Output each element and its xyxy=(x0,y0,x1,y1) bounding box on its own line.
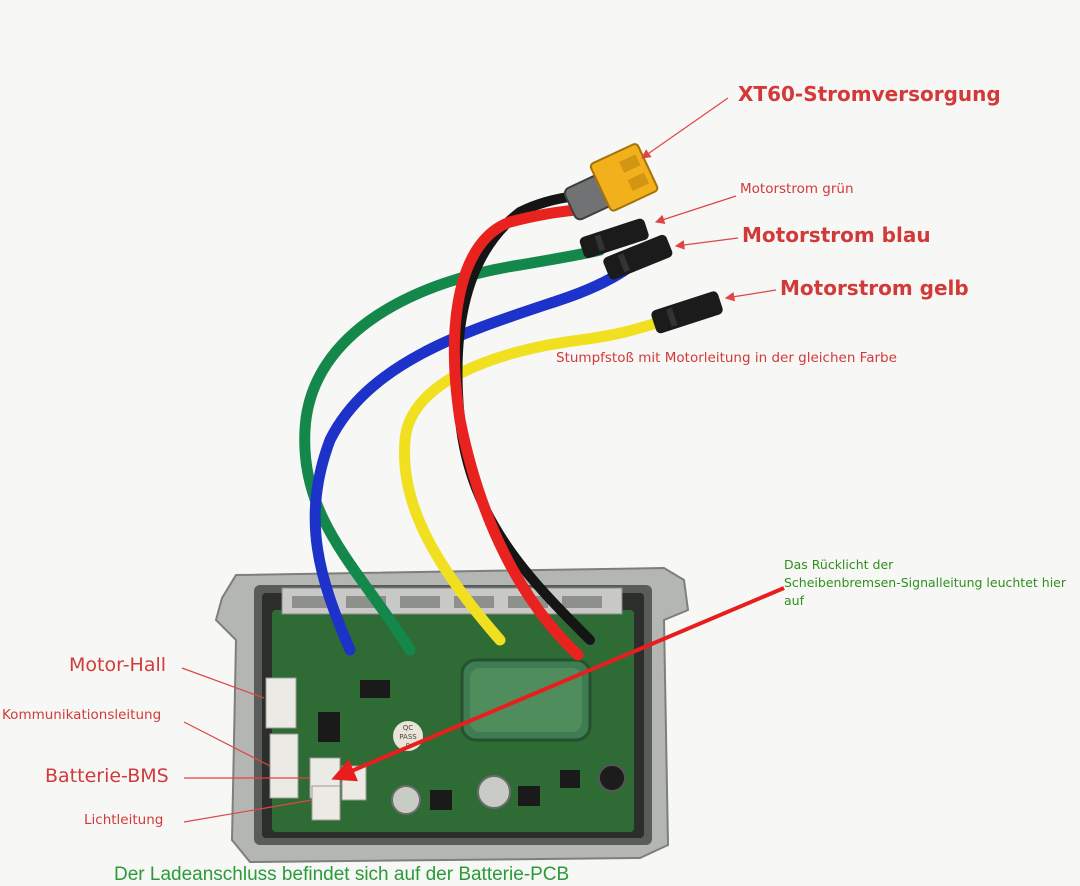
label-xt60-power: XT60-Stromversorgung xyxy=(738,82,1001,106)
bullet-connector-icon xyxy=(579,218,723,334)
xt60-connector-icon xyxy=(563,143,659,221)
wire-red xyxy=(448,204,584,661)
label-charge-port: Der Ladeanschluss befindet sich auf der … xyxy=(114,864,570,885)
label-motor-green: Motorstrom grün xyxy=(740,181,854,197)
label-tail-light-line2: Scheibenbremsen-Signalleitung leuchtet h… xyxy=(784,575,1067,590)
label-motor-blue: Motorstrom blau xyxy=(742,223,931,247)
qc-sticker-line2: PASS xyxy=(399,733,417,741)
label-motor-hall: Motor-Hall xyxy=(69,654,167,676)
label-tail-light-line3: auf xyxy=(784,593,804,608)
tail-light-arrow xyxy=(331,586,785,782)
wires xyxy=(299,191,666,661)
callout-lines xyxy=(181,97,777,823)
label-light-line: Lichtleitung xyxy=(84,812,164,828)
wire-blue xyxy=(309,264,631,656)
label-tail-light-line1: Das Rücklicht der xyxy=(784,557,894,572)
label-communication: Kommunikationsleitung xyxy=(2,707,162,723)
wire-yellow xyxy=(398,316,666,646)
label-tail-light: Das Rücklicht der Scheibenbremsen-Signal… xyxy=(784,556,1066,610)
controller-board-icon: QC PASS 9 xyxy=(265,587,634,832)
label-motor-yellow: Motorstrom gelb xyxy=(780,276,969,300)
label-butt-joint: Stumpfstoß mit Motorleitung in der gleic… xyxy=(556,350,897,366)
qc-sticker-line1: QC xyxy=(403,724,414,732)
wire-green xyxy=(299,244,606,656)
label-battery-bms: Batterie-BMS xyxy=(45,765,169,787)
